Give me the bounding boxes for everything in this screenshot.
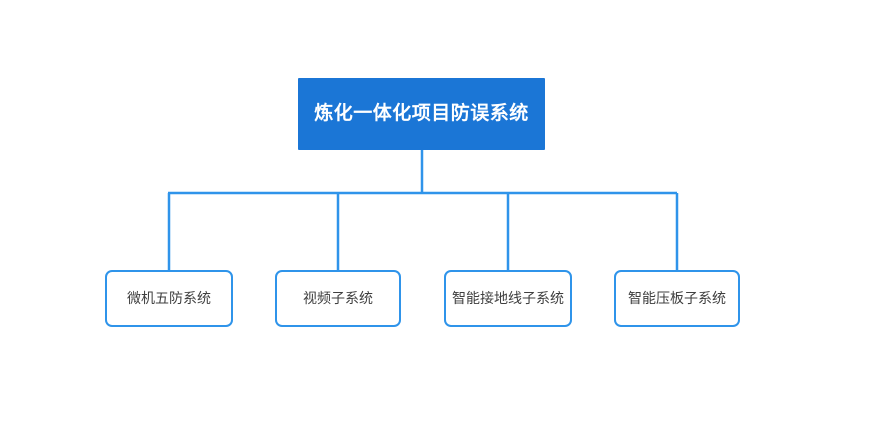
node-child-weiji-wufang[interactable]: 微机五防系统 <box>105 270 233 327</box>
node-child-shipin[interactable]: 视频子系统 <box>275 270 401 327</box>
node-child-label: 视频子系统 <box>303 290 373 307</box>
node-child-zhineng-yaban[interactable]: 智能压板子系统 <box>614 270 740 327</box>
node-child-zhineng-jiedixian[interactable]: 智能接地线子系统 <box>444 270 572 327</box>
node-child-label: 微机五防系统 <box>127 290 211 307</box>
node-root-label: 炼化一体化项目防误系统 <box>314 102 529 124</box>
node-root-system[interactable]: 炼化一体化项目防误系统 <box>298 78 545 150</box>
node-child-label: 智能压板子系统 <box>628 290 726 307</box>
node-child-label: 智能接地线子系统 <box>452 290 564 307</box>
